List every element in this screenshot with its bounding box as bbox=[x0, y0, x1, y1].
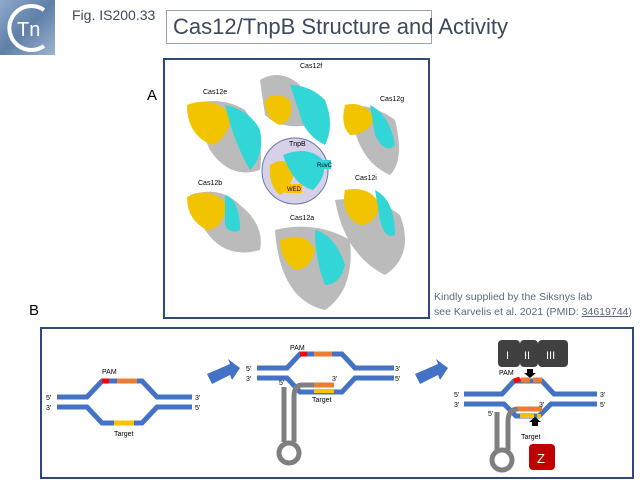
diagram-label: 3' bbox=[395, 366, 400, 373]
diagram-label: Cas12i bbox=[355, 175, 377, 182]
diagram-label: Cas12g bbox=[380, 96, 404, 103]
logo-text: Tn bbox=[17, 19, 40, 41]
structure-panel: Cas12f Cas12e Cas12g TnpB RuvC WED bbox=[163, 58, 430, 319]
diagram-label: 3' bbox=[454, 402, 459, 409]
diagram-label: TnpB bbox=[289, 141, 306, 148]
tn-logo: Tn bbox=[0, 0, 55, 55]
diagram-label: III bbox=[546, 350, 555, 362]
cas12f-structure: Cas12f bbox=[260, 63, 330, 145]
diagram-label: PAM bbox=[499, 370, 514, 377]
step-arrow-icon bbox=[415, 359, 448, 384]
diagram-label: 5' bbox=[454, 392, 459, 399]
step-1-dna bbox=[57, 378, 192, 426]
diagram-label: 3' bbox=[246, 376, 251, 383]
diagram-label: 5' bbox=[279, 380, 284, 387]
diagram-label: I bbox=[506, 350, 509, 362]
diagram-label: 3' bbox=[539, 402, 544, 409]
diagram-label: 5' bbox=[46, 395, 51, 402]
credit-line-2: see Karvelis et al. 2021 (PMID: 34619744… bbox=[434, 305, 632, 320]
cas12a-structure: Cas12a bbox=[275, 215, 351, 310]
pam-label: PAM bbox=[102, 369, 117, 376]
diagram-label: Z bbox=[537, 451, 545, 466]
diagram-label: RuvC bbox=[317, 163, 333, 169]
cas12i-structure: Cas12i bbox=[335, 175, 405, 275]
diagram-label: 5' bbox=[488, 411, 493, 418]
credit-text: Kindly supplied by the Siksnys lab see K… bbox=[434, 290, 632, 320]
diagram-label: WED bbox=[287, 187, 302, 193]
diagram-label: Cas12b bbox=[198, 180, 222, 187]
diagram-label: Cas12e bbox=[203, 89, 227, 96]
diagram-label: 3' bbox=[600, 392, 605, 399]
target-label: Target bbox=[114, 431, 134, 438]
mechanism-diagram: 5'3' 3'5' PAM Target 5'3' 3'5' 5'3' PAM … bbox=[46, 340, 605, 473]
cas12b-structure: Cas12b bbox=[187, 180, 261, 253]
protein-structures-image: Cas12f Cas12e Cas12g TnpB RuvC WED bbox=[187, 63, 405, 310]
step-3-dna bbox=[464, 376, 597, 473]
diagram-label: 5' bbox=[246, 366, 251, 373]
diagram-label: 5' bbox=[395, 376, 400, 383]
diagram-label: PAM bbox=[290, 345, 305, 352]
panel-b-label: B bbox=[29, 302, 40, 319]
complex-domains: I II III bbox=[498, 340, 568, 367]
diagram-label: Cas12f bbox=[300, 63, 322, 70]
diagram-label: Target bbox=[521, 434, 541, 441]
diagram-label: II bbox=[524, 350, 530, 362]
cas12e-structure: Cas12e bbox=[187, 89, 262, 173]
diagram-label: 3' bbox=[46, 405, 51, 412]
credit-line-1: Kindly supplied by the Siksnys lab bbox=[434, 291, 593, 303]
page-title: Cas12/TnpB Structure and Activity bbox=[166, 10, 508, 44]
cas12g-structure: Cas12g bbox=[343, 96, 404, 175]
figure-id: Fig. IS200.33 bbox=[72, 7, 156, 23]
cleavage-arrow-icon bbox=[524, 369, 536, 378]
citation-close: ) bbox=[628, 306, 632, 318]
tnpb-structure: TnpB RuvC WED bbox=[261, 137, 333, 205]
logo-c-icon: Tn bbox=[7, 4, 46, 52]
cleavage-arrow-icon bbox=[529, 417, 541, 426]
diagram-label: Cas12a bbox=[290, 215, 314, 222]
citation-text: see Karvelis et al. 2021 (PMID: bbox=[434, 306, 582, 318]
panel-a-label: A bbox=[147, 87, 158, 104]
diagram-label: 3' bbox=[332, 376, 337, 383]
z-box bbox=[529, 444, 555, 470]
diagram-label: 3' bbox=[195, 395, 200, 402]
mechanism-panel: 5'3' 3'5' PAM Target 5'3' 3'5' 5'3' PAM … bbox=[40, 327, 634, 479]
diagram-label: 5' bbox=[195, 405, 200, 412]
step-arrow-icon bbox=[207, 359, 240, 384]
step-2-dna bbox=[257, 351, 394, 466]
pmid-link[interactable]: 34619744 bbox=[581, 306, 629, 318]
diagram-label: 5' bbox=[600, 402, 605, 409]
diagram-label: Target bbox=[312, 397, 332, 404]
